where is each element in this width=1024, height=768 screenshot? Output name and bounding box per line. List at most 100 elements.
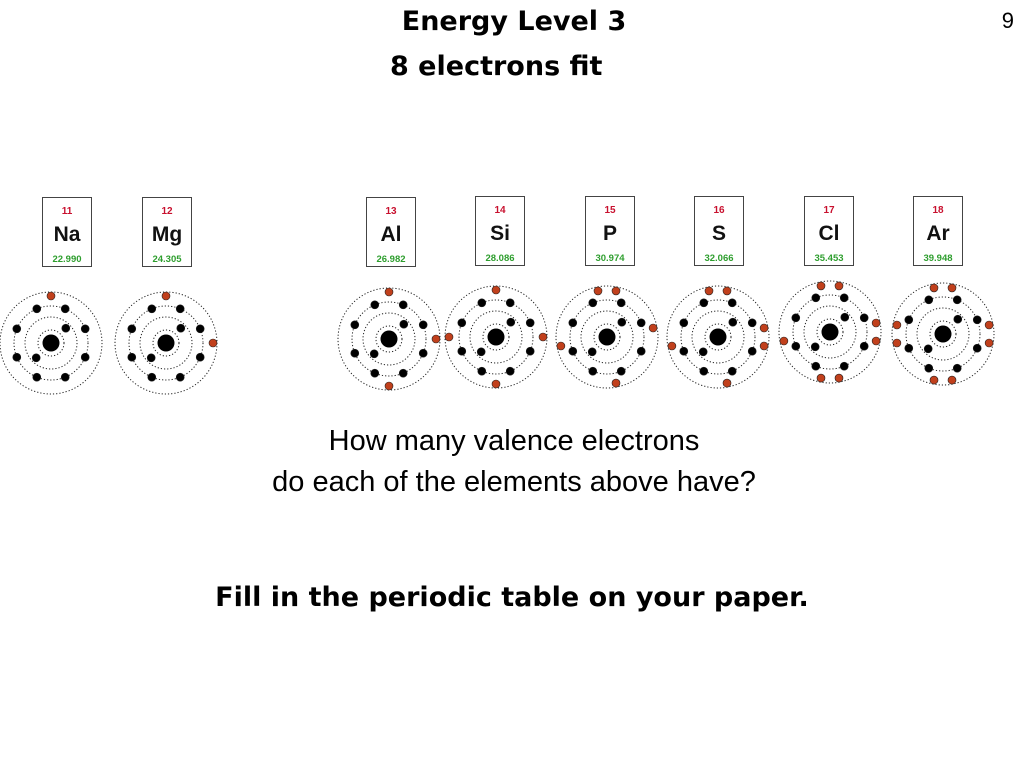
- inner-electron: [923, 344, 933, 354]
- inner-electron: [588, 298, 598, 308]
- valence-electron: [759, 323, 769, 333]
- inner-electron: [839, 361, 849, 371]
- electron-shell-1: [704, 323, 732, 351]
- title-line-1: Energy Level 3: [401, 6, 627, 37]
- inner-electron: [525, 318, 535, 328]
- nucleus: [934, 325, 952, 343]
- inner-electron: [972, 343, 982, 353]
- inner-electron: [588, 366, 598, 376]
- inner-electron: [568, 318, 578, 328]
- inner-electron: [617, 317, 627, 327]
- valence-electron: [947, 375, 957, 385]
- valence-electron: [431, 334, 441, 344]
- inner-electron: [418, 348, 428, 358]
- element-symbol: S: [711, 222, 726, 245]
- element-card-ar: 18 Ar 39.948: [913, 196, 963, 266]
- inner-electron: [175, 304, 185, 314]
- inner-electron: [370, 300, 380, 310]
- valence-electron: [816, 373, 826, 383]
- valence-electron: [556, 341, 566, 351]
- question-line-2: do each of the elements above have?: [272, 466, 756, 498]
- element-symbol: Mg: [151, 223, 183, 246]
- atomic-number: 13: [385, 206, 397, 217]
- inner-electron: [636, 318, 646, 328]
- inner-electron: [791, 313, 801, 323]
- element-symbol: Si: [490, 222, 510, 245]
- inner-electron: [811, 361, 821, 371]
- valence-electron: [538, 332, 548, 342]
- electron-shell-3: [792, 294, 868, 370]
- electron-shell-2: [803, 305, 857, 359]
- inner-electron: [810, 342, 820, 352]
- valence-electron: [892, 338, 902, 348]
- question-line-1: How many valence electrons: [328, 425, 700, 457]
- valence-electron: [444, 332, 454, 342]
- inner-electron: [525, 346, 535, 356]
- inner-electron: [616, 298, 626, 308]
- element-symbol: Al: [380, 223, 402, 246]
- inner-electron: [505, 366, 515, 376]
- inner-electron: [127, 352, 137, 362]
- atomic-mass: 22.990: [52, 254, 82, 265]
- inner-electron: [747, 318, 757, 328]
- inner-electron: [350, 348, 360, 358]
- electron-shell-1: [375, 325, 403, 353]
- atomic-number: 18: [932, 205, 944, 216]
- inner-electron: [811, 293, 821, 303]
- inner-electron: [616, 366, 626, 376]
- atomic-mass: 24.305: [152, 254, 182, 265]
- inner-electron: [568, 346, 578, 356]
- element-symbol: Ar: [926, 222, 950, 245]
- element-card-cl: 17 Cl 35.453: [804, 196, 854, 266]
- inner-electron: [972, 315, 982, 325]
- element-card-na: 11 Na 22.990: [42, 197, 92, 267]
- inner-electron: [679, 318, 689, 328]
- atomic-number: 12: [161, 206, 173, 217]
- nucleus: [42, 334, 60, 352]
- inner-electron: [457, 318, 467, 328]
- valence-electron: [984, 320, 994, 330]
- element-symbol: Cl: [818, 222, 840, 245]
- inner-electron: [747, 346, 757, 356]
- nucleus: [709, 328, 727, 346]
- element-card-mg: 12 Mg 24.305: [142, 197, 192, 267]
- inner-electron: [12, 352, 22, 362]
- electron-shell-3: [680, 299, 756, 375]
- electron-shell-3: [13, 305, 89, 381]
- inner-electron: [147, 304, 157, 314]
- valence-electron: [208, 338, 218, 348]
- valence-electron: [491, 285, 501, 295]
- electron-shell-3: [905, 296, 981, 372]
- valence-electron: [384, 287, 394, 297]
- inner-electron: [952, 295, 962, 305]
- valence-electron: [759, 341, 769, 351]
- nucleus: [157, 334, 175, 352]
- electron-shell-3: [128, 305, 204, 381]
- electron-shell-3: [351, 301, 427, 377]
- inner-electron: [350, 320, 360, 330]
- valence-electron: [947, 283, 957, 293]
- valence-electron: [46, 291, 56, 301]
- inner-electron: [195, 352, 205, 362]
- valence-electron: [593, 286, 603, 296]
- title-line-2: 8 electrons fit: [390, 51, 603, 82]
- electron-shell-1: [593, 323, 621, 351]
- inner-electron: [80, 324, 90, 334]
- electron-shell-3: [569, 299, 645, 375]
- inner-electron: [176, 323, 186, 333]
- inner-electron: [175, 372, 185, 382]
- inner-electron: [587, 347, 597, 357]
- atomic-number: 16: [713, 205, 725, 216]
- inner-electron: [147, 372, 157, 382]
- electron-shell-1: [37, 329, 65, 357]
- inner-electron: [32, 304, 42, 314]
- inner-electron: [505, 298, 515, 308]
- inner-electron: [476, 347, 486, 357]
- valence-electron: [704, 286, 714, 296]
- inner-electron: [728, 317, 738, 327]
- inner-electron: [398, 368, 408, 378]
- inner-electron: [146, 353, 156, 363]
- element-card-si: 14 Si 28.086: [475, 196, 525, 266]
- electron-shell-2: [691, 310, 745, 364]
